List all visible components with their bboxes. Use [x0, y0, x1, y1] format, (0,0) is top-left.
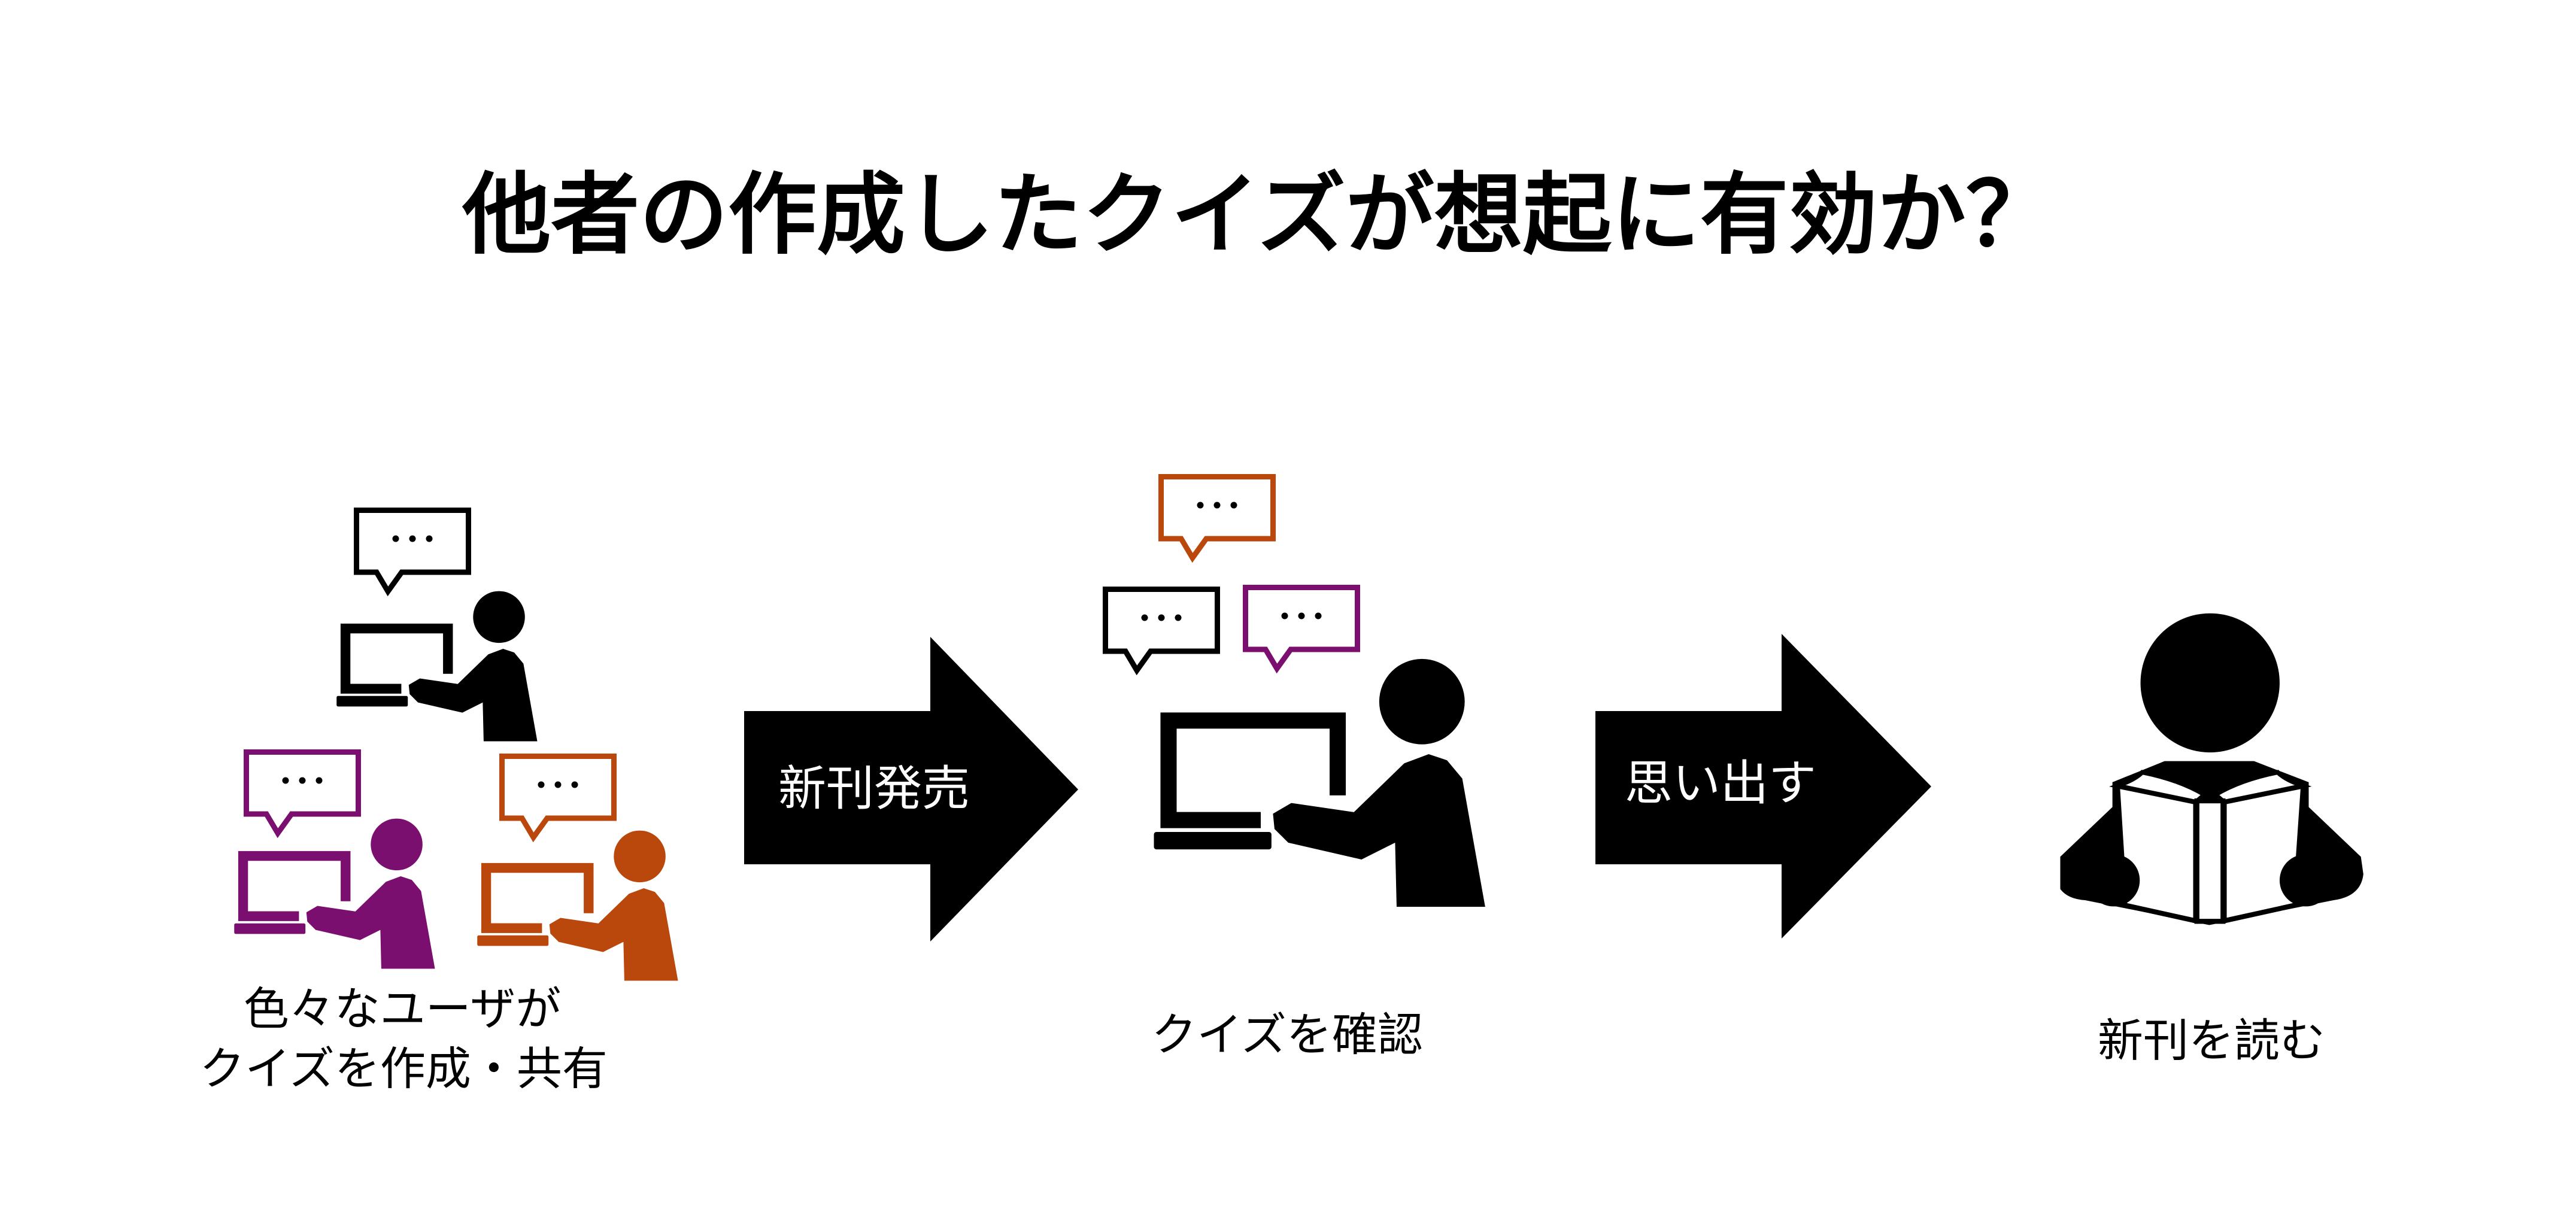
arrow-recall: 思い出す [1595, 634, 1931, 939]
speech-bubble-icon [357, 511, 469, 592]
step-check-quiz: クイズを確認 [1106, 477, 1485, 1061]
speech-bubble-icon [247, 752, 359, 834]
step-caption: クイズを作成・共有 [199, 1042, 608, 1095]
arrow-right-icon [744, 637, 1078, 941]
speech-bubble-icon [1106, 590, 1218, 671]
person-at-laptop-icon [336, 591, 537, 742]
step-caption: 色々なユーザが [244, 982, 561, 1035]
arrow-new-release: 新刊発売 [744, 637, 1078, 941]
person-at-laptop-icon [234, 819, 435, 969]
step-caption: 新刊を読む [2098, 1014, 2325, 1067]
step-create-share: 色々なユーザが クイズを作成・共有 [199, 511, 678, 1095]
speech-bubble-icon [502, 757, 614, 838]
speech-bubble-icon [1246, 588, 1358, 669]
speech-bubble-icon [1161, 477, 1273, 558]
user-orange [477, 757, 678, 981]
arrow-label: 新刊発売 [778, 761, 970, 816]
person-reading-book-icon [2060, 613, 2363, 925]
step-caption: クイズを確認 [1151, 1008, 1423, 1061]
user-purple [234, 752, 435, 969]
person-at-laptop-icon [477, 831, 678, 981]
arrow-right-icon [1595, 634, 1931, 939]
user-black [336, 511, 537, 742]
person-at-laptop-icon [1154, 659, 1485, 907]
page-title: 他者の作成したクイズが想起に有効か？ [462, 163, 2055, 266]
step-read-new-volume: 新刊を読む [2060, 613, 2363, 1067]
arrow-label: 思い出す [1625, 755, 1816, 811]
